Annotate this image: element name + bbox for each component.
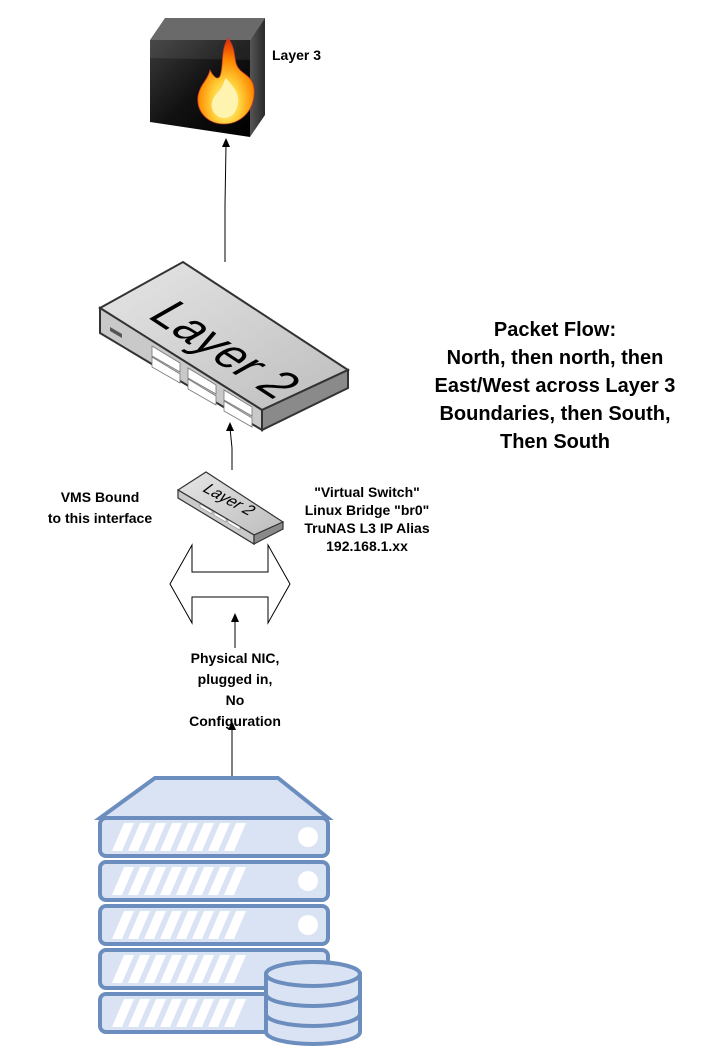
server-rack-icon	[93, 776, 362, 1046]
vms-bound-label: VMS Bound to this interface	[30, 487, 170, 529]
physical-nic-line: Configuration	[189, 713, 281, 729]
physical-nic-line: No	[225, 692, 245, 708]
virtual-switch-line: Linux Bridge "br0"	[304, 502, 430, 518]
vms-bound-line: VMS Bound	[60, 489, 140, 505]
bidirectional-arrow-icon	[169, 543, 291, 625]
vms-bound-line: to this interface	[47, 510, 153, 526]
physical-nic-label: Physical NIC, plugged in, No Configurati…	[160, 648, 310, 732]
uplink-arrow-top	[222, 138, 230, 262]
server-unit	[98, 860, 330, 902]
physical-nic-line: plugged in,	[197, 671, 273, 687]
uplink-arrow-middle	[226, 422, 234, 470]
switch-ports	[110, 327, 253, 428]
packet-flow-line: North, then north, then	[446, 347, 664, 369]
virtual-switch: Layer 2	[176, 471, 285, 546]
packet-flow-line: East/West across Layer 3	[434, 375, 676, 397]
packet-flow-note: Packet Flow: North, then north, then Eas…	[405, 316, 705, 456]
packet-flow-line: Then South	[500, 431, 610, 453]
physical-nic-line: Physical NIC,	[190, 650, 280, 666]
uplink-arrow-server	[228, 721, 236, 778]
packet-flow-line: Boundaries, then South,	[439, 403, 671, 425]
virtual-switch-label: "Virtual Switch" Linux Bridge "br0" TruN…	[282, 483, 452, 555]
main-switch: Layer 2	[98, 260, 351, 432]
database-icon	[264, 960, 362, 1046]
firewall-label: Layer 3	[272, 47, 322, 63]
flame-icon	[197, 37, 255, 125]
server-unit	[98, 816, 330, 858]
firewall-icon	[150, 18, 265, 137]
uplink-arrow-nic	[231, 613, 239, 648]
packet-flow-line: Packet Flow:	[493, 319, 617, 341]
virtual-switch-line: "Virtual Switch"	[314, 484, 420, 500]
virtual-switch-line: TruNAS L3 IP Alias	[304, 520, 430, 536]
virtual-switch-line: 192.168.1.xx	[326, 538, 408, 554]
server-unit	[98, 904, 330, 946]
